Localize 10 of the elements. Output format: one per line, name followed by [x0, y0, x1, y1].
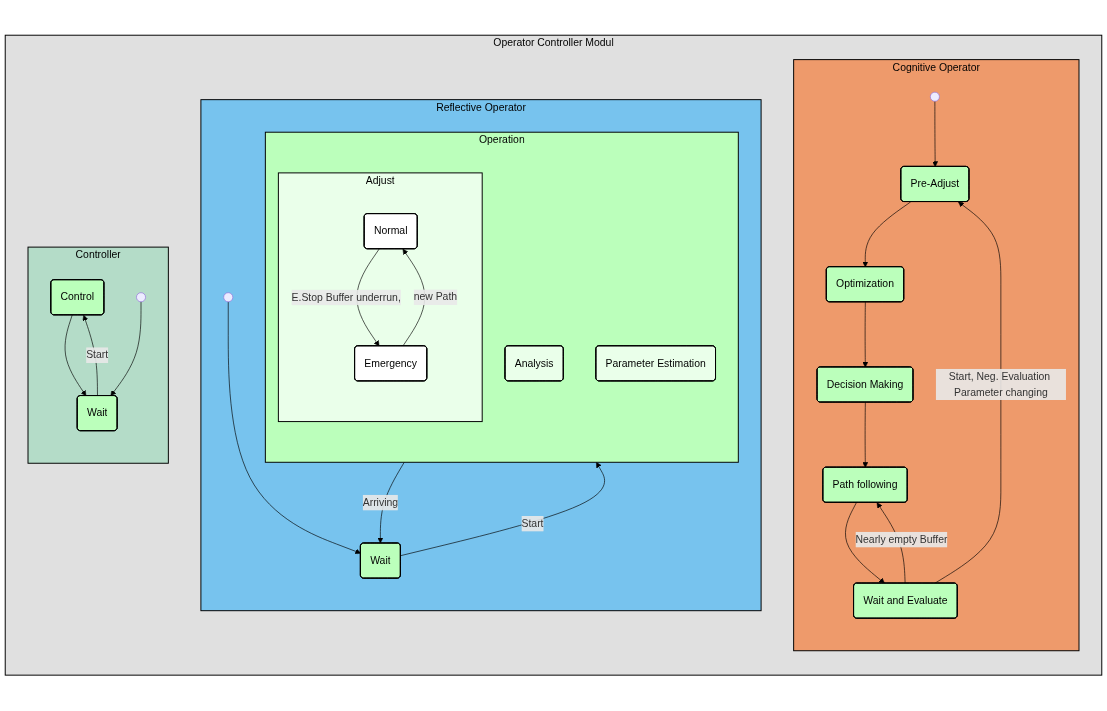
edge-label: E.Stop Buffer underrun,	[291, 291, 401, 303]
node-circle	[223, 292, 234, 303]
node-circle	[136, 292, 146, 303]
edge-label: Arriving	[362, 497, 399, 509]
edge-label: Start	[86, 349, 109, 361]
edge-label: Start	[521, 518, 544, 530]
node-circle	[930, 92, 940, 102]
edge-label: new Path	[413, 291, 458, 303]
edge-label: Nearly empty Buffer	[855, 534, 948, 546]
edge-label: Start, Neg. Evaluation Parameter changing	[948, 371, 1051, 398]
